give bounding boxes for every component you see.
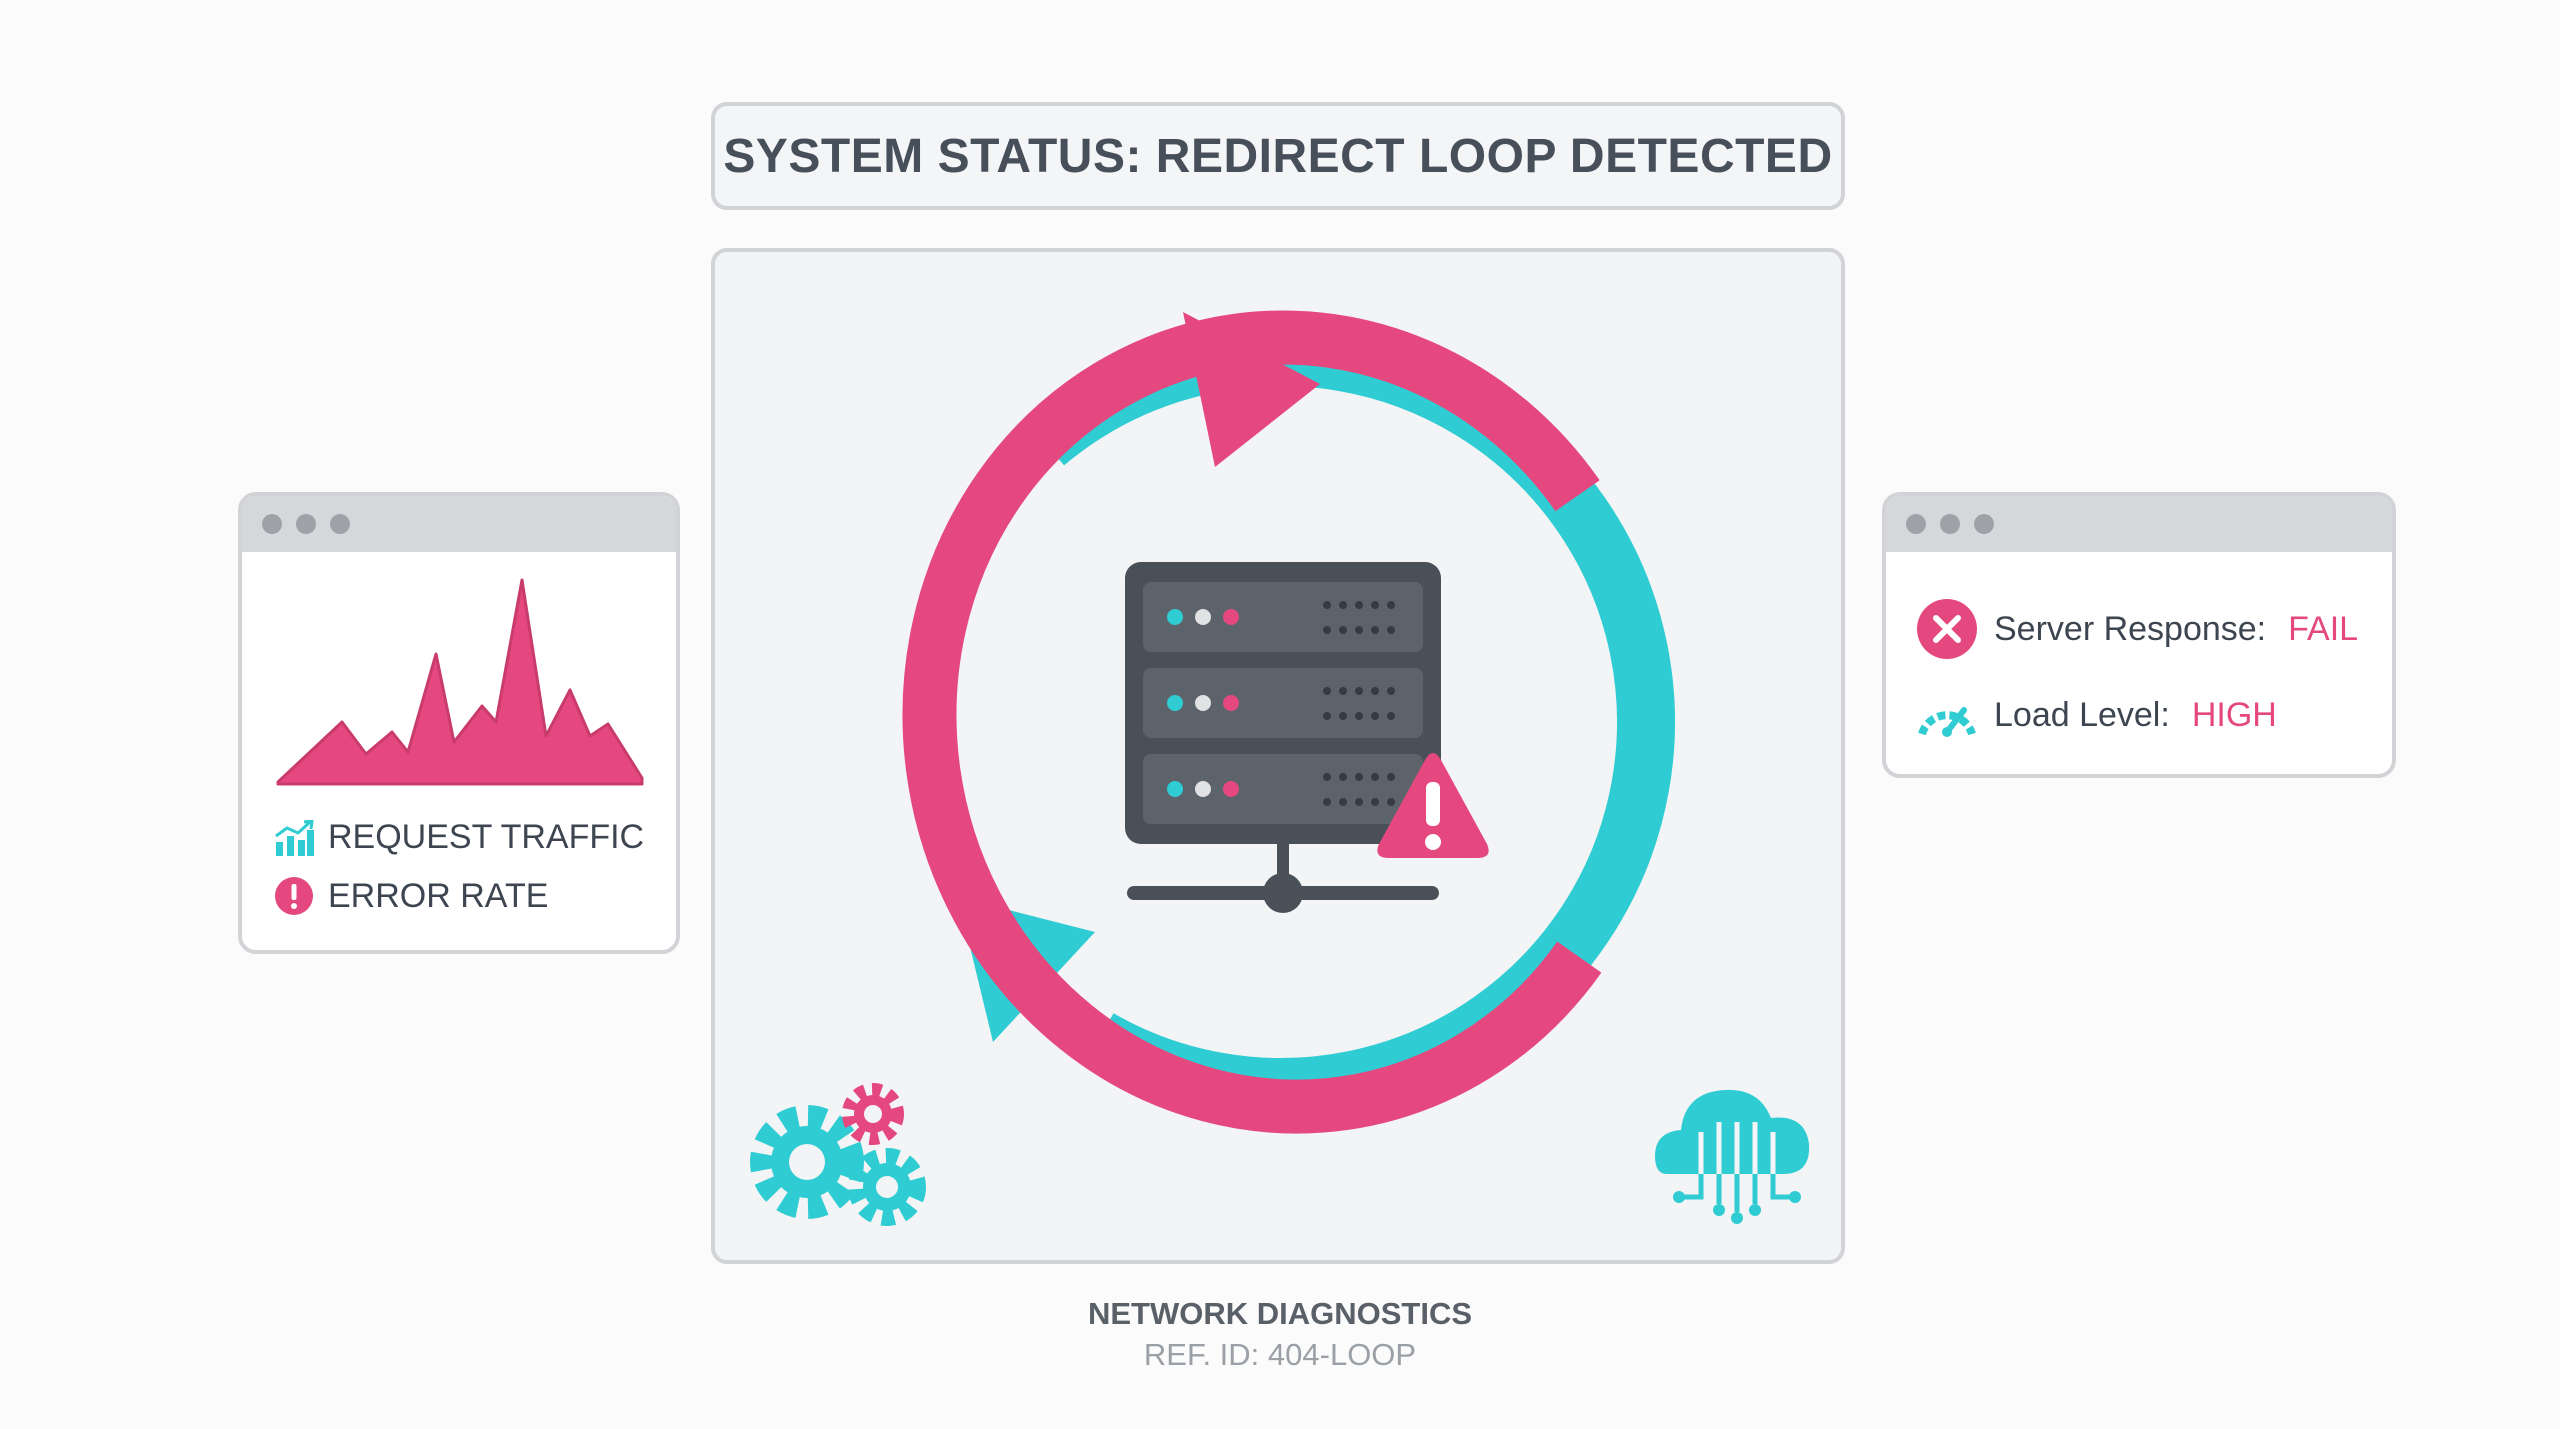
- status-label: Load Level:: [1994, 695, 2170, 734]
- status-value-fail: FAIL: [2288, 609, 2359, 648]
- load-level-row: Load Level: HIGH: [1916, 692, 2277, 738]
- x-circle-icon: [1917, 599, 1977, 659]
- status-window: Server Response: FAIL Load Level: HIGH: [1882, 492, 2396, 778]
- window-dot[interactable]: [330, 514, 350, 534]
- pink-loop-arrow-icon: [902, 310, 1678, 1134]
- traffic-spike-chart: [276, 578, 644, 786]
- window-dot[interactable]: [1974, 514, 1994, 534]
- traffic-window: REQUEST TRAFFIC ERROR RATE: [238, 492, 680, 954]
- gauge-icon: [1918, 707, 1976, 737]
- exclamation-icon: [275, 877, 313, 915]
- footer-reference-id: REF. ID: 404-LOOP: [1143, 1337, 1417, 1372]
- server-response-row: Server Response: FAIL: [1916, 598, 2358, 660]
- window-dot[interactable]: [262, 514, 282, 534]
- legend-label: ERROR RATE: [328, 876, 549, 915]
- status-value-high: HIGH: [2191, 695, 2277, 734]
- window-dot[interactable]: [1940, 514, 1960, 534]
- cloud-network-icon: [1655, 1089, 1810, 1224]
- window-titlebar: [242, 496, 676, 552]
- page-title: SYSTEM STATUS: REDIRECT LOOP DETECTED: [723, 129, 1833, 183]
- status-title-box: SYSTEM STATUS: REDIRECT LOOP DETECTED: [711, 102, 1845, 210]
- status-label: Server Response:: [1994, 609, 2267, 648]
- legend-request-traffic: REQUEST TRAFFIC: [274, 818, 644, 857]
- window-dot[interactable]: [1906, 514, 1926, 534]
- bar-chart-icon: [275, 819, 314, 856]
- legend-label: REQUEST TRAFFIC: [328, 818, 645, 856]
- redirect-loop-illustration: [750, 310, 1810, 1226]
- gears-icon: [750, 1083, 926, 1226]
- loop-illustration-panel: [711, 248, 1845, 1264]
- warning-triangle-icon: [1377, 753, 1489, 858]
- footer-title: NETWORK DIAGNOSTICS: [1087, 1296, 1473, 1331]
- window-titlebar: [1886, 496, 2392, 552]
- server-rack-icon: [1125, 562, 1441, 913]
- legend-error-rate: ERROR RATE: [274, 876, 548, 916]
- window-dot[interactable]: [296, 514, 316, 534]
